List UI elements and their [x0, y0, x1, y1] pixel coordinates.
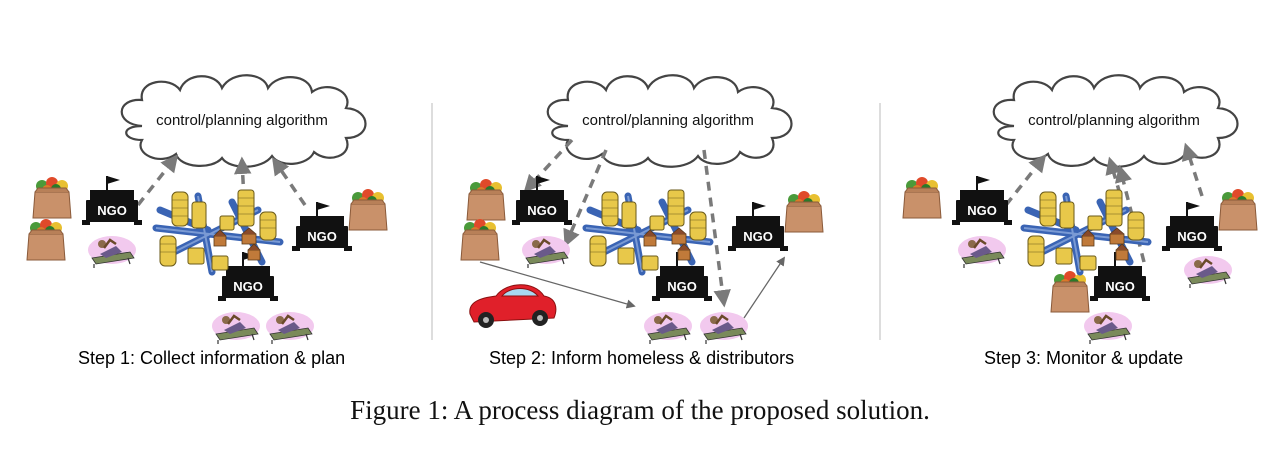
city-map-icon — [1024, 190, 1148, 272]
homeless-person-icon — [86, 234, 138, 270]
cloud-icon: control/planning algorithm — [120, 74, 367, 168]
svg-text:NGO: NGO — [97, 203, 127, 218]
figure-caption: Figure 1: A process diagram of the propo… — [350, 395, 930, 425]
ngo-building-icon: NGO — [291, 201, 353, 252]
svg-text:NGO: NGO — [1177, 229, 1207, 244]
grocery-bag-icon — [32, 176, 72, 219]
homeless-person-icon — [1182, 254, 1234, 290]
svg-text:NGO: NGO — [233, 279, 263, 294]
ngo-building-icon: NGO — [951, 175, 1013, 226]
ngo-building-icon: NGO — [217, 251, 279, 302]
cloud-label: control/planning algorithm — [156, 112, 328, 129]
cloud-label: control/planning algorithm — [1028, 112, 1200, 129]
car-icon — [469, 284, 557, 329]
cloud-icon: control/planning algorithm — [992, 74, 1239, 168]
step-3-label: Step 3: Monitor & update — [984, 348, 1184, 368]
step-1-label: Step 1: Collect information & plan — [78, 348, 346, 368]
cloud-icon: control/planning algorithm — [546, 74, 793, 168]
panel-step-1: control/planning algorithm NGO NGO NGO — [26, 74, 388, 346]
svg-text:NGO: NGO — [1105, 279, 1135, 294]
grocery-bag-icon — [26, 218, 66, 261]
city-map-icon — [156, 190, 280, 272]
ngo-building-icon: NGO — [1161, 201, 1223, 252]
arrows — [523, 138, 731, 308]
grocery-bag-icon — [902, 176, 942, 219]
ngo-building-icon: NGO — [1089, 251, 1151, 302]
ngo-building-icon: NGO — [727, 201, 789, 252]
svg-text:NGO: NGO — [967, 203, 997, 218]
grocery-bag-icon — [1218, 188, 1258, 231]
ngo-building-icon: NGO — [651, 251, 713, 302]
ngo-building-icon: NGO — [81, 175, 143, 226]
grocery-bag-icon — [466, 178, 506, 221]
homeless-person-icon — [210, 310, 262, 346]
svg-text:NGO: NGO — [743, 229, 773, 244]
svg-text:NGO: NGO — [527, 203, 557, 218]
homeless-person-icon — [520, 234, 572, 270]
svg-text:NGO: NGO — [307, 229, 337, 244]
step-2-label: Step 2: Inform homeless & distributors — [489, 348, 795, 368]
city-map-icon — [586, 190, 710, 272]
grocery-bag-icon — [348, 188, 388, 231]
homeless-person-icon — [1082, 310, 1134, 346]
panel-step-2: control/planning algorithm NGO NGO NGO — [460, 74, 824, 346]
grocery-bag-icon — [784, 190, 824, 233]
homeless-person-icon — [956, 234, 1008, 270]
grocery-bag-icon — [460, 218, 500, 261]
panel-step-3: control/planning algorithm NGO NGO NGO — [902, 74, 1258, 346]
homeless-person-icon — [264, 310, 316, 346]
homeless-person-icon — [642, 310, 694, 346]
cloud-label: control/planning algorithm — [582, 112, 754, 129]
svg-text:NGO: NGO — [667, 279, 697, 294]
arrows — [136, 154, 307, 207]
delivery-arrows — [479, 256, 786, 319]
homeless-person-icon — [698, 310, 750, 346]
grocery-bag-icon — [1050, 270, 1090, 313]
ngo-building-icon: NGO — [511, 175, 573, 226]
